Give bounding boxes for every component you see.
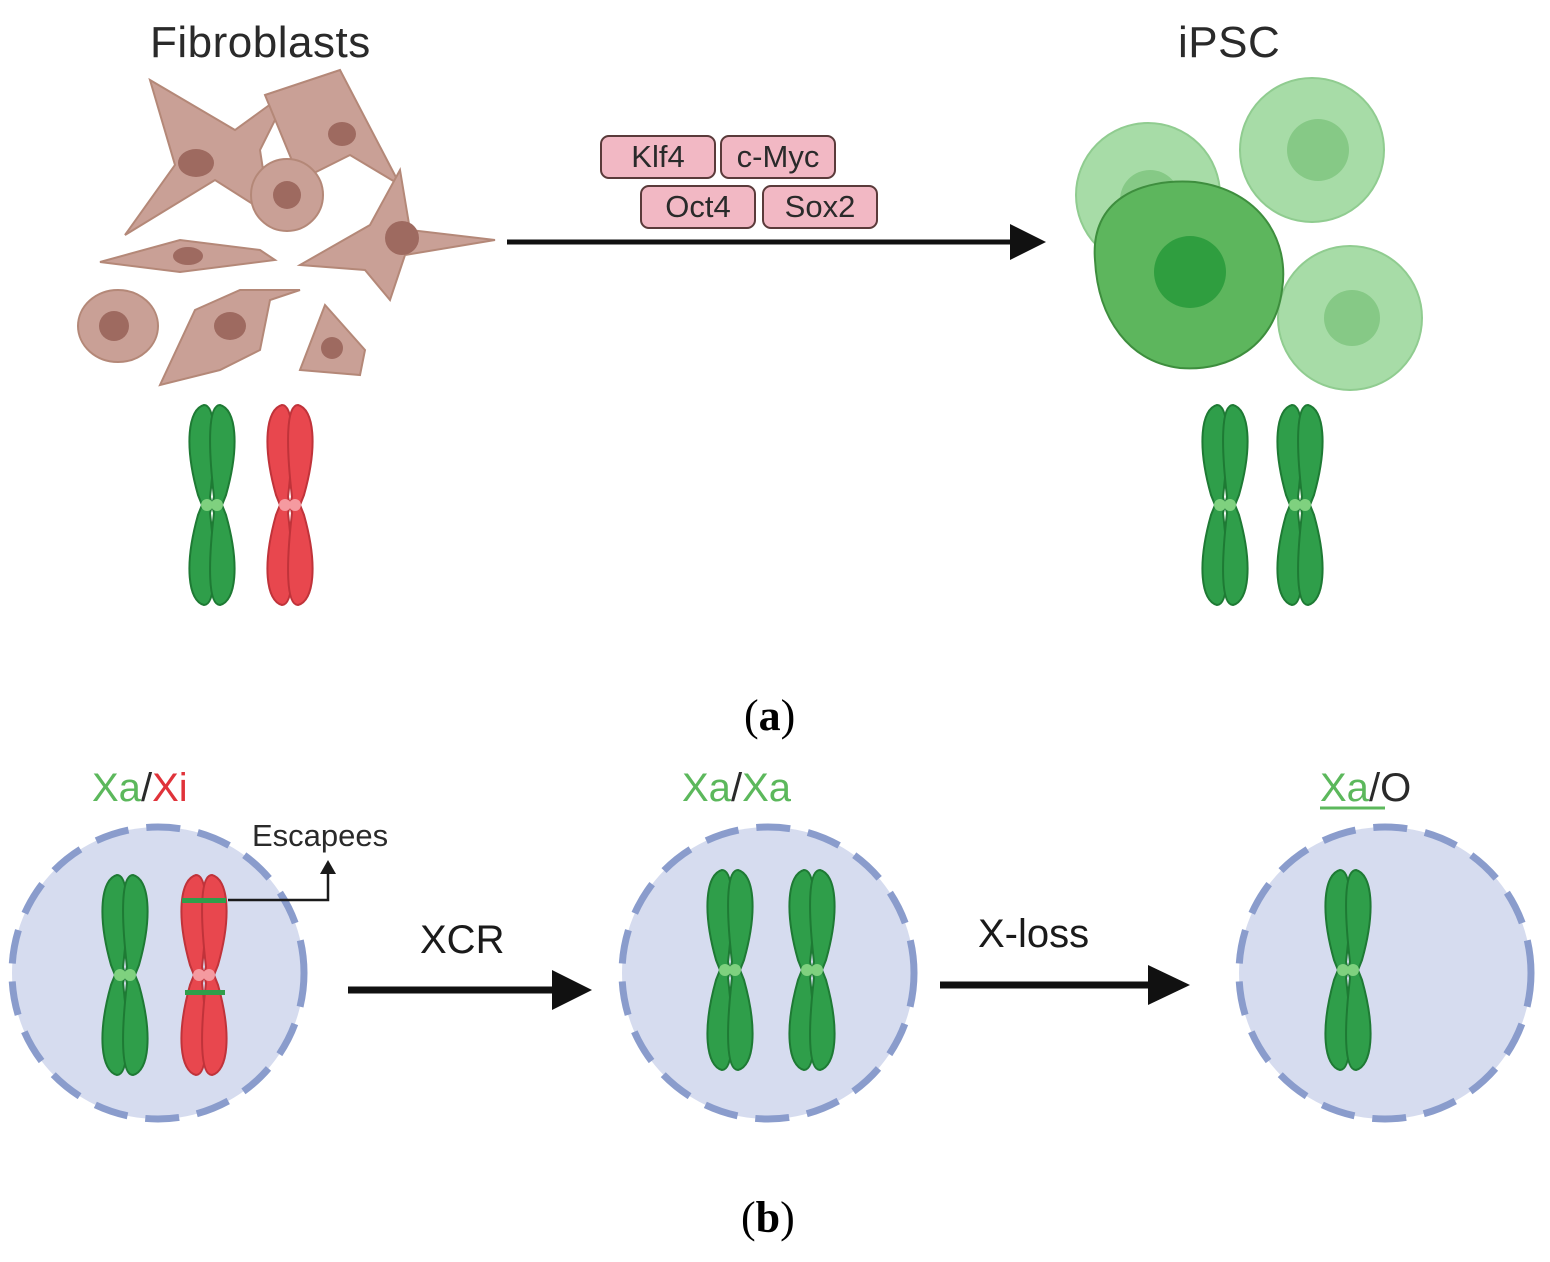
x-chromosome-active bbox=[1276, 404, 1324, 606]
fibroblast-cells bbox=[77, 68, 496, 387]
factor-oct4: Oct4 bbox=[640, 185, 756, 229]
xcr-label: XCR bbox=[420, 918, 505, 962]
factor-sox2: Sox2 bbox=[762, 185, 878, 229]
escapee-band bbox=[185, 990, 225, 995]
fibroblasts-title: Fibroblasts bbox=[150, 18, 371, 67]
x-chromosome-inactive bbox=[266, 404, 314, 606]
panel-b-label: (b) bbox=[741, 1193, 795, 1242]
xcr-arrow-head bbox=[552, 970, 592, 1010]
state-xa-o: Xa/O bbox=[1320, 766, 1412, 810]
escapees-label: Escapees bbox=[252, 818, 389, 853]
nucleus-xa-o bbox=[1235, 823, 1535, 1123]
escapees-pointer bbox=[228, 872, 330, 902]
x-loss-arrow-head bbox=[1148, 965, 1190, 1005]
nucleus-xa-xa bbox=[618, 823, 918, 1123]
factor-klf4: Klf4 bbox=[600, 135, 716, 179]
ipsc-title: iPSC bbox=[1178, 18, 1281, 67]
ipsc-cells bbox=[1075, 77, 1423, 391]
escapees-pointer-head bbox=[320, 860, 336, 874]
nucleus-xa-xi bbox=[8, 823, 308, 1123]
x-chromosome-active bbox=[188, 404, 236, 606]
escapee-band bbox=[182, 898, 226, 903]
factor-c-myc: c-Myc bbox=[720, 135, 836, 179]
state-xa-xi: Xa/Xi bbox=[92, 766, 188, 810]
panel-a-label: (a) bbox=[744, 691, 796, 740]
reprogramming-arrow-head bbox=[1010, 224, 1046, 260]
state-xa-xa: Xa/Xa bbox=[682, 766, 791, 810]
x-loss-label: X-loss bbox=[978, 912, 1090, 956]
x-chromosome-active bbox=[1201, 404, 1249, 606]
